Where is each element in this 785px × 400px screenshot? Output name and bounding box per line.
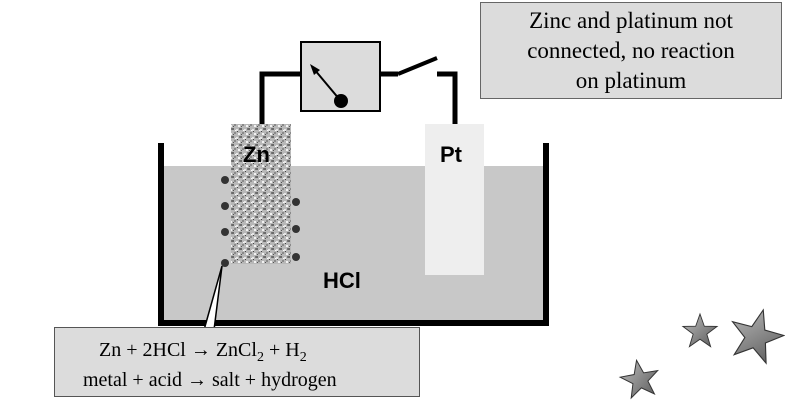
- equation-box: Zn + 2HCl → ZnCl2 + H2 metal + acid → sa…: [54, 327, 420, 397]
- pt-label: Pt: [440, 142, 462, 167]
- chemical-equation: Zn + 2HCl → ZnCl2 + H2: [99, 339, 307, 365]
- star-icon: [618, 358, 659, 400]
- note-line: Zinc and platinum not: [529, 8, 733, 33]
- meter-needle: [313, 68, 341, 101]
- eq-zncl: ZnCl: [210, 339, 257, 361]
- platinum-electrode: [425, 124, 484, 275]
- hcl-label: HCl: [323, 268, 361, 293]
- bubble: [221, 202, 229, 210]
- star-icon: [681, 312, 719, 348]
- eq-subscript: 2: [299, 350, 307, 365]
- wire-left: [259, 71, 301, 124]
- bubble: [221, 228, 229, 236]
- bubble: [221, 176, 229, 184]
- zn-label: Zn: [243, 142, 270, 167]
- word-reactants: metal + acid: [83, 369, 188, 391]
- beaker: [158, 143, 549, 326]
- bubble: [292, 225, 300, 233]
- zinc-electrode: [231, 124, 291, 264]
- wire-right-drop: [437, 71, 458, 124]
- switch-blade: [397, 56, 438, 76]
- word-products: salt + hydrogen: [207, 369, 337, 391]
- note-line: on platinum: [575, 68, 687, 93]
- meter-pivot: [334, 94, 348, 108]
- bubble: [221, 259, 229, 267]
- eq-zn: Zn: [99, 339, 122, 361]
- eq-hydrogen: + H: [263, 339, 300, 361]
- note-line: connected, no reaction: [527, 38, 735, 63]
- note-box: Zinc and platinum not connected, no reac…: [480, 2, 782, 99]
- eq-reactant: + 2HCl: [121, 339, 191, 361]
- bubble: [292, 253, 300, 261]
- hcl-solution: [162, 166, 546, 322]
- word-equation: metal + acid → salt + hydrogen: [83, 369, 337, 392]
- star-icon: [731, 308, 785, 365]
- bubble: [292, 198, 300, 206]
- word-arrow: →: [187, 369, 208, 391]
- eq-arrow: →: [190, 339, 211, 361]
- eq-subscript: 2: [256, 350, 264, 365]
- meter-needle-tip: [310, 64, 320, 75]
